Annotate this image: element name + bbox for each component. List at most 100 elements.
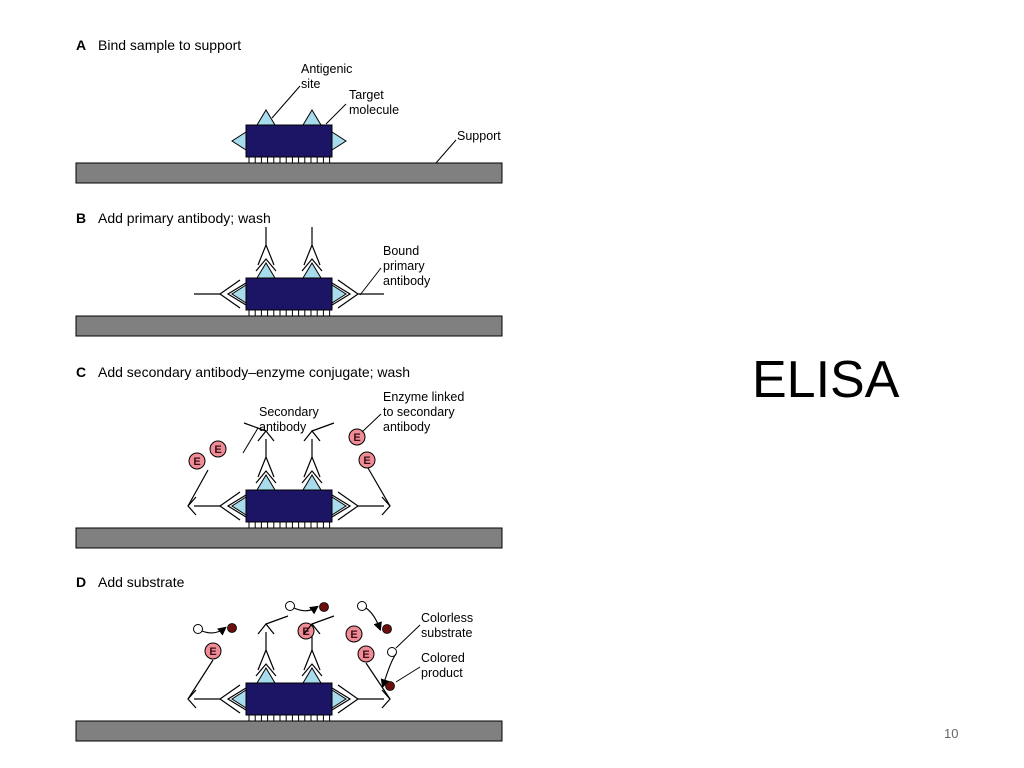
panel-a-title: A Bind sample to support [76,37,241,53]
enzyme-letter: E [353,432,360,444]
panel-c-text: Add secondary antibody–enzyme conjugate;… [98,364,411,380]
label-target-molecule: Target molecule [349,88,400,117]
panel-b-base [75,262,503,337]
secondary-antibody-stem [311,422,335,432]
enzyme-letter: E [350,629,357,641]
enzyme-circle [209,440,227,458]
secondary-antibody-stem [265,615,289,625]
panel-b-letter: B [76,210,87,226]
primary-antibody-arm [257,648,275,671]
enzyme-letter: E [363,455,370,467]
enzyme-circle [204,642,222,660]
target-molecule [245,124,333,158]
panel-d-substrate-reactions [193,601,397,691]
reaction-arrow [365,607,382,632]
panel-d-text: Add substrate [98,574,185,590]
secondary-antibody-stem [311,615,335,625]
antigenic-site [231,131,247,151]
primary-antibody-arm [226,494,247,518]
label-bound-primary-antibody: Bound primary antibody [383,244,431,288]
colorless-substrate [285,601,295,611]
primary-antibody-arm [255,663,277,677]
colorless-substrate [193,624,203,634]
attachment-ticks [248,310,331,316]
leader-antigenic-site [271,85,301,119]
label-enzyme-linked: Enzyme linked to secondary antibody [383,390,465,434]
primary-antibody-arm [226,282,247,306]
primary-antibody-arm [331,494,352,518]
leader-colored-product [395,666,421,683]
antigenic-site [256,667,276,684]
colored-product [382,624,392,634]
enzyme-circle [188,452,206,470]
label-antigenic-site: Antigenic site [301,62,353,91]
panel-c-primary-antibodies [194,439,384,521]
panel-c-letter: C [76,364,87,380]
primary-antibody-arm [226,687,247,711]
antigenic-site [256,474,276,491]
enzyme-circle [345,625,363,643]
panel-d-letter: D [76,574,87,590]
primary-antibody-arm [257,455,275,478]
antigenic-site [302,262,322,279]
panel-a-text: Bind sample to support [98,37,242,53]
primary-antibody-arm [255,470,277,484]
primary-antibody-arm [303,648,321,671]
primary-antibody-arm [301,258,323,272]
enzyme-circle [358,451,376,469]
support-bar [75,527,503,549]
panel-b-primary-antibodies [194,227,384,309]
colored-product [319,602,329,612]
target-molecule [245,682,333,716]
secondary-antibody-stem [365,662,391,700]
panel-a-letter: A [76,37,87,53]
label-support: Support [457,129,501,143]
label-colored-product: Colored product [421,651,465,680]
antigenic-site [302,109,322,126]
secondary-antibody-stem [187,469,209,507]
panel-d-title: D Add substrate [76,574,184,590]
antigenic-site [302,474,322,491]
antigenic-site [256,262,276,279]
support-bar [75,162,503,184]
primary-antibody-arm [255,258,277,272]
enzyme-circle [357,645,375,663]
leader-enzyme-linked [361,413,382,433]
primary-antibody-arm [301,663,323,677]
attachment-ticks [248,522,331,528]
reaction-arrow [201,626,227,636]
support-bar [75,720,503,742]
primary-antibody-arm [301,470,323,484]
page-number: 10 [944,726,959,741]
enzyme-circle [348,428,366,446]
panel-d-base [75,667,503,742]
leader-bound-primary-antibody [359,267,382,296]
enzyme-letter: E [362,649,369,661]
secondary-antibody-stem [187,659,214,700]
antigenic-site [331,131,347,151]
slide-title: ELISA [752,351,900,409]
panel-d-primary-antibodies [194,632,384,714]
primary-antibody-arm [257,243,275,266]
enzyme-letter: E [214,444,221,456]
colored-product [385,681,395,691]
leader-secondary-antibody [242,427,259,454]
leader-colorless-substrate [395,624,421,649]
antigenic-site [302,667,322,684]
attachment-ticks [248,715,331,721]
enzyme-letter: E [193,456,200,468]
target-molecule [245,489,333,523]
target-molecule [245,277,333,311]
primary-antibody-arm [303,455,321,478]
panel-c-base [75,474,503,549]
attachment-ticks [248,157,331,163]
panel-a-base [75,109,503,184]
support-bar [75,315,503,337]
primary-antibody-arm [331,687,352,711]
panel-c-title: C Add secondary antibody–enzyme conjugate… [76,364,410,380]
label-colorless-substrate: Colorless substrate [421,611,474,640]
